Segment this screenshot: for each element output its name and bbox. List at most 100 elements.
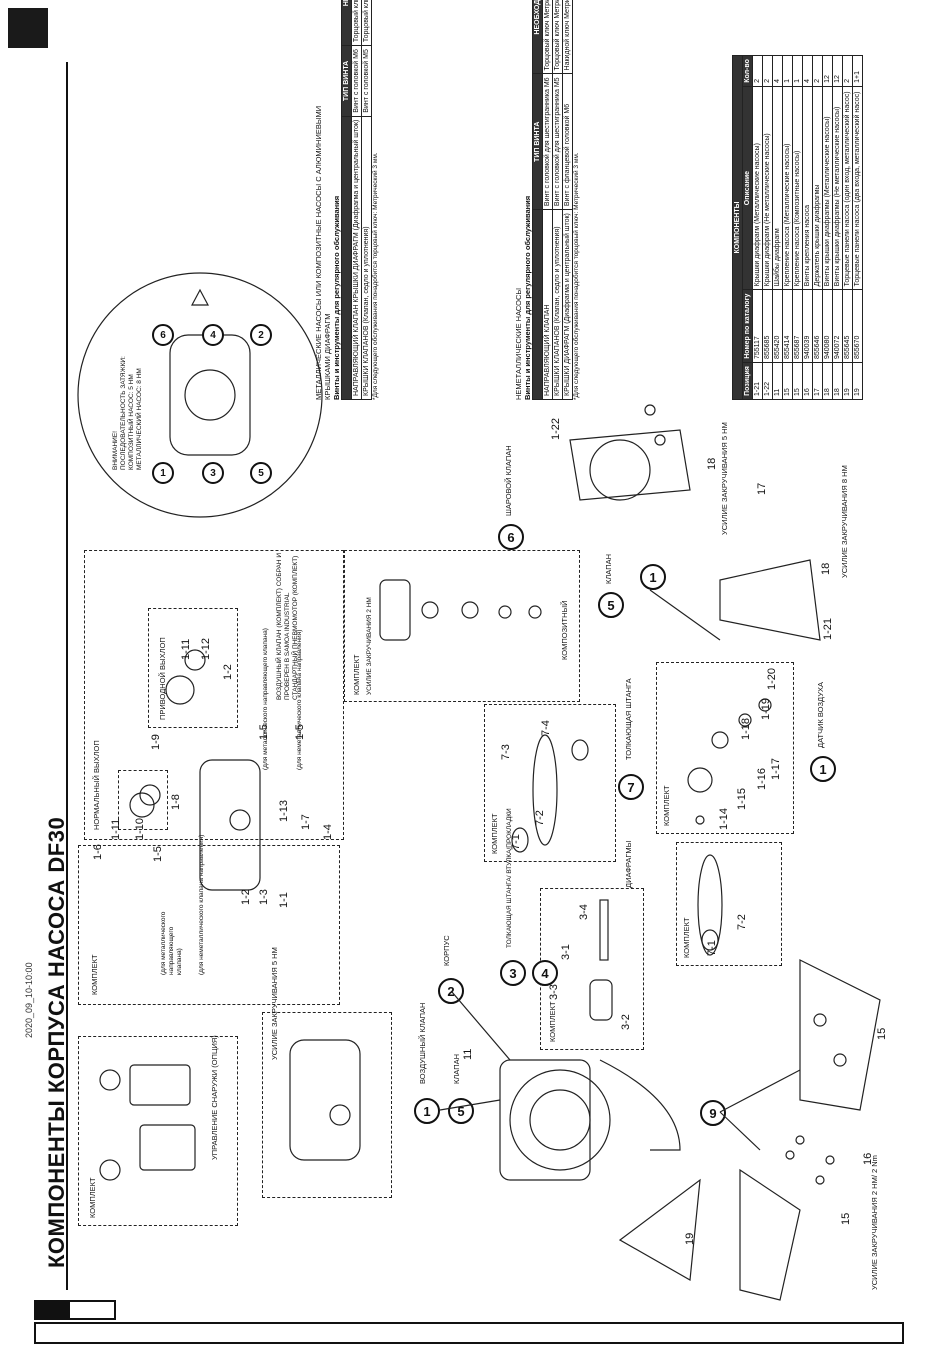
table-row: НАПРАВЛЯЮЩИЙ КЛАПАН Винт с головкой для … (542, 0, 553, 400)
table-row: КРЫШКИ КЛАПАНОВ (Клапан, седло и уплотне… (552, 0, 563, 400)
part-1-19: 1-19 (760, 697, 772, 720)
part-16: 16 (862, 1152, 874, 1165)
callout-mount-9: 9 (700, 1100, 726, 1126)
part-7-2: 7-2 (534, 810, 546, 826)
page-tab-marker (34, 1300, 68, 1320)
callout-push-rod-4: 4 (532, 960, 558, 986)
part-1-3: 1-3 (258, 889, 270, 905)
callout-cover-1: 1 (640, 564, 666, 590)
part-18: 18 (820, 562, 832, 575)
part-7-3: 7-3 (500, 744, 512, 760)
table-row: НАПРАВЛЯЮЩИЙ КЛАПАН КРЫШКИ ДИАФРАГМ (Диа… (351, 0, 362, 400)
part-3-3: 3-3 (548, 984, 560, 1000)
corner-marker (8, 8, 48, 48)
part-15-right: 15 (876, 1027, 888, 1040)
callout-air-sensor: 1 (810, 756, 836, 782)
components-title: КОМПОНЕНТЫ (732, 55, 743, 400)
kit-air-valve (344, 550, 580, 702)
metal-th-2: НЕОБХОДИМЫЙ ИНСТРУМЕНТ (341, 0, 352, 46)
callout-valve-5: 5 (598, 592, 624, 618)
kit-air-valve-parts (78, 845, 340, 1005)
kit-exhaust (84, 550, 344, 840)
part-1-13: 1-13 (278, 799, 290, 822)
components-section: КОМПОНЕНТЫ Позиция Номер по каталогу Опи… (732, 55, 863, 400)
callout-body: 2 (438, 978, 464, 1004)
metal-note: *Для следующего обслуживания понадобится… (372, 152, 379, 400)
part-1-9: 1-9 (150, 734, 162, 750)
part-1-20: 1-20 (766, 667, 778, 690)
part-1-4: 1-4 (322, 824, 334, 840)
callout-air-valve: 1 (414, 1098, 440, 1124)
part-1-17: 1-17 (770, 757, 782, 780)
nonmetal-th-2: НЕОБХОДИМЫЙ ИНСТРУМЕНТ (532, 0, 543, 74)
part-15-left: 15 (840, 1212, 852, 1225)
comp-th-0: Позиция (742, 362, 753, 400)
metal-heading: МЕТАЛЛИЧЕСКИЕ НАСОСЫ ИЛИ КОМПОЗИТНЫЕ НАС… (314, 105, 332, 400)
normal-exhaust-box (118, 770, 168, 830)
comp-th-2: Описание (742, 86, 753, 290)
components-table: КОМПОНЕНТЫ Позиция Номер по каталогу Опи… (732, 55, 863, 400)
nonmetal-sub: Винты и инструменты для регулярного обсл… (523, 195, 532, 400)
seq-1: 1 (152, 462, 174, 484)
part-7-4: 7-4 (540, 720, 552, 736)
part-1-6: 1-6 (92, 844, 104, 860)
table-row: КРЫШКИ ДИАФРАГМ (Диафрагма и центральный… (562, 0, 573, 400)
nonmetal-note: *Для следующего обслуживания понадобится… (573, 152, 580, 400)
metal-sub: Винты и инструменты для регулярного обсл… (332, 195, 341, 400)
nonmetal-heading: НЕМЕТАЛЛИЧЕСКИЕ НАСОСЫ (514, 287, 523, 400)
part-1-10: 1-10 (134, 817, 146, 840)
part-1-11: 1-11 (110, 818, 122, 840)
part-18b: 18 (706, 457, 718, 470)
part-1-2: 1-2 (240, 889, 252, 905)
part-1-11b: 1-11 (180, 638, 192, 660)
part-3-2: 3-2 (620, 1014, 632, 1030)
part-3-4: 3-4 (578, 904, 590, 920)
part-1-5c: 1-5 (294, 724, 306, 740)
metal-th-0 (341, 116, 352, 400)
kit-body-screws (262, 1012, 392, 1198)
part-1-22: 1-22 (550, 417, 562, 440)
kit-external-control (78, 1036, 238, 1226)
part-1-14: 1-14 (718, 807, 730, 830)
driven-exhaust-box (148, 608, 238, 728)
kit-diaphragm-top (484, 704, 616, 862)
comp-th-3: Кол-во (742, 55, 753, 87)
part-1-7: 1-7 (300, 814, 312, 830)
seq-6: 6 (152, 324, 174, 346)
callout-push-rod-3: 3 (500, 960, 526, 986)
comp-th-1: Номер по каталогу (742, 289, 753, 363)
footer-bar (34, 1322, 904, 1344)
part-1-18: 1-18 (740, 717, 752, 740)
callout-valve: 5 (448, 1098, 474, 1124)
table-row: КРЫШКИ КЛАПАНОВ (Клапан, седло и уплотне… (361, 0, 372, 400)
callout-ball-valve-6: 6 (498, 524, 524, 550)
part-19: 19 (684, 1232, 696, 1245)
part-11: 11 (462, 1048, 474, 1060)
part-1-8: 1-8 (170, 794, 182, 810)
part-1-12: 1-12 (200, 637, 212, 660)
part-1-1: 1-1 (278, 892, 290, 908)
nonmetal-th-0 (532, 209, 543, 400)
part-1-16: 1-16 (756, 767, 768, 790)
metal-tools-section: МЕТАЛЛИЧЕСКИЕ НАСОСЫ ИЛИ КОМПОЗИТНЫЕ НАС… (314, 0, 380, 400)
metal-table: ТИП ВИНТА НЕОБХОДИМЫЙ ИНСТРУМЕНТ НАПРАВЛ… (341, 0, 372, 400)
title-rule (66, 62, 68, 1290)
part-1-2b: 1-2 (222, 664, 234, 680)
kit-diaphragm-bottom (676, 842, 782, 966)
nonmetal-th-1: ТИП ВИНТА (532, 73, 543, 210)
part-7-2b: 7-2 (736, 914, 748, 930)
nonmetal-table: ТИП ВИНТА НЕОБХОДИМЫЙ ИНСТРУМЕНТ НАПРАВЛ… (532, 0, 573, 400)
callout-diaphragm-7: 7 (618, 774, 644, 800)
part-3-1: 3-1 (560, 944, 572, 960)
seq-3: 3 (202, 462, 224, 484)
seq-4: 4 (202, 324, 224, 346)
